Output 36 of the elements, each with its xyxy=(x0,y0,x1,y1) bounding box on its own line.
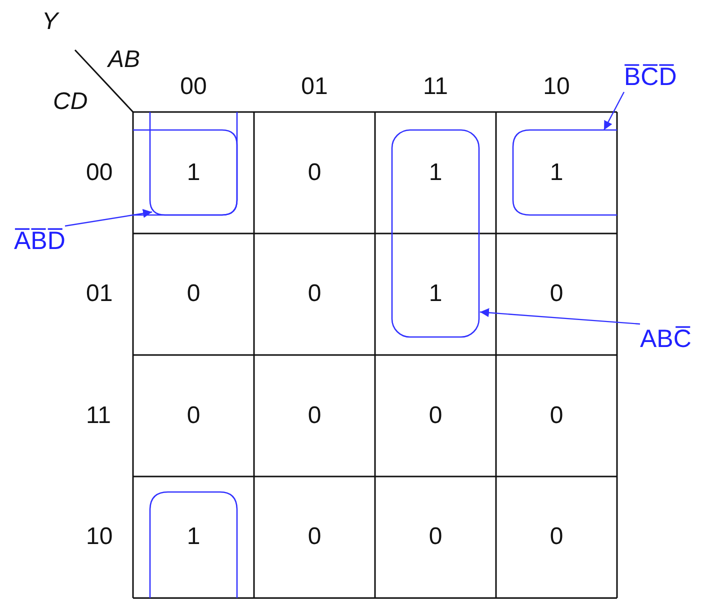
grouping-loop xyxy=(513,130,617,215)
cell-value: 1 xyxy=(428,280,442,308)
cell-value: 0 xyxy=(428,402,442,430)
row-header: 01 xyxy=(86,280,113,308)
axis-label: AB xyxy=(108,46,140,74)
row-header: 00 xyxy=(86,158,113,187)
cell-value: 0 xyxy=(550,402,564,430)
cell-value: 0 xyxy=(428,523,442,552)
row-header: 10 xyxy=(86,523,113,552)
column-header: 10 xyxy=(543,73,570,101)
cell-value: 0 xyxy=(308,280,322,308)
leader-arrow xyxy=(64,208,152,227)
cell-value: 0 xyxy=(186,280,200,308)
term-label: B̅C̅D̅ xyxy=(624,62,677,92)
cell-value: 1 xyxy=(428,158,442,187)
cell-value: 1 xyxy=(550,158,564,187)
cell-value: 0 xyxy=(550,280,564,308)
row-header: 11 xyxy=(86,402,111,430)
grouping-loop xyxy=(392,130,479,337)
column-header: 11 xyxy=(423,73,448,101)
cell-value: 0 xyxy=(550,523,564,552)
cell-value: 0 xyxy=(186,402,200,430)
cell-value: 1 xyxy=(186,523,200,552)
column-header: 00 xyxy=(180,73,207,101)
cell-value: 0 xyxy=(308,402,322,430)
term-label: A̅B̅D̅ xyxy=(14,226,66,256)
cell-value: 1 xyxy=(186,158,200,187)
column-header: 01 xyxy=(301,73,328,101)
axis-label: Y xyxy=(42,8,58,36)
leader-arrow xyxy=(480,308,640,325)
cell-value: 0 xyxy=(308,158,322,187)
axis-label: CD xyxy=(53,88,88,116)
leader-arrow xyxy=(603,92,625,130)
cell-value: 0 xyxy=(308,523,322,552)
grouping-loop xyxy=(150,112,237,215)
term-label: ABC̅ xyxy=(640,324,692,354)
